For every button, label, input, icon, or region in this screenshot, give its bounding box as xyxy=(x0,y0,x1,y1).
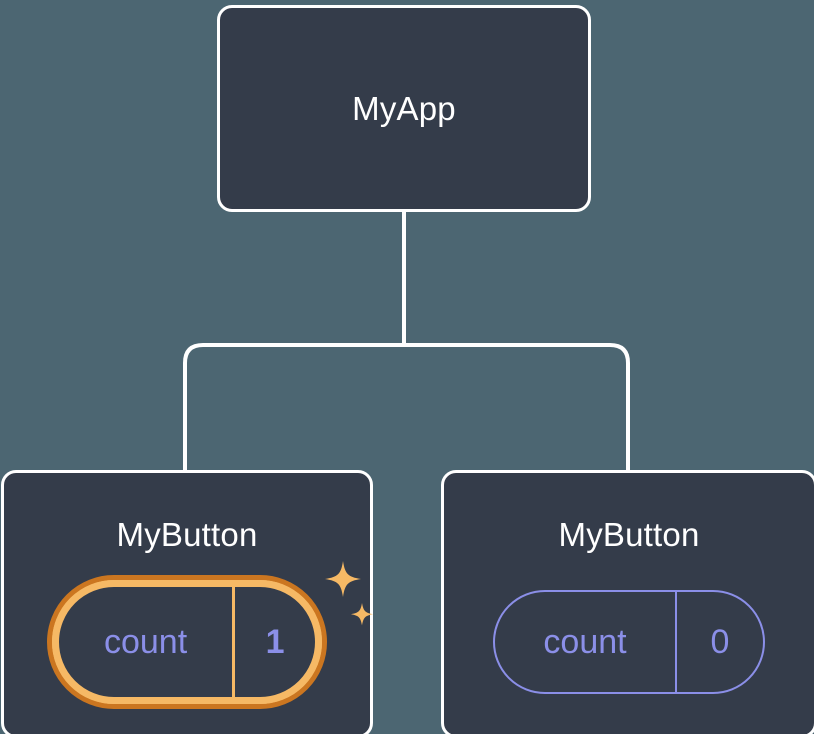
sparkle-group xyxy=(325,561,373,626)
state-pill-wrapper: count 1 xyxy=(47,561,373,709)
node-myapp[interactable]: MyApp xyxy=(217,5,591,212)
sparkle-small-icon xyxy=(351,603,373,626)
node-title: MyButton xyxy=(116,516,258,553)
sparkle-large-icon xyxy=(325,561,361,597)
node-mybutton-right[interactable]: MyButton count 0 xyxy=(441,470,814,734)
state-value-label: 0 xyxy=(675,592,763,692)
state-value-label: 1 xyxy=(232,587,315,697)
node-mybutton-left[interactable]: MyButton count 1 xyxy=(1,470,373,734)
state-key-label: count xyxy=(103,623,188,661)
state-pill-wrapper: count 0 xyxy=(493,590,765,694)
node-title: MyApp xyxy=(352,90,456,127)
node-title: MyButton xyxy=(558,516,700,553)
state-key-label: count xyxy=(543,623,627,661)
connector-branch-bar xyxy=(183,343,630,470)
state-pill-inner: count 1 xyxy=(52,580,322,704)
state-pill[interactable]: count 0 xyxy=(493,590,765,694)
state-pill-highlighted[interactable]: count 1 xyxy=(47,575,327,709)
